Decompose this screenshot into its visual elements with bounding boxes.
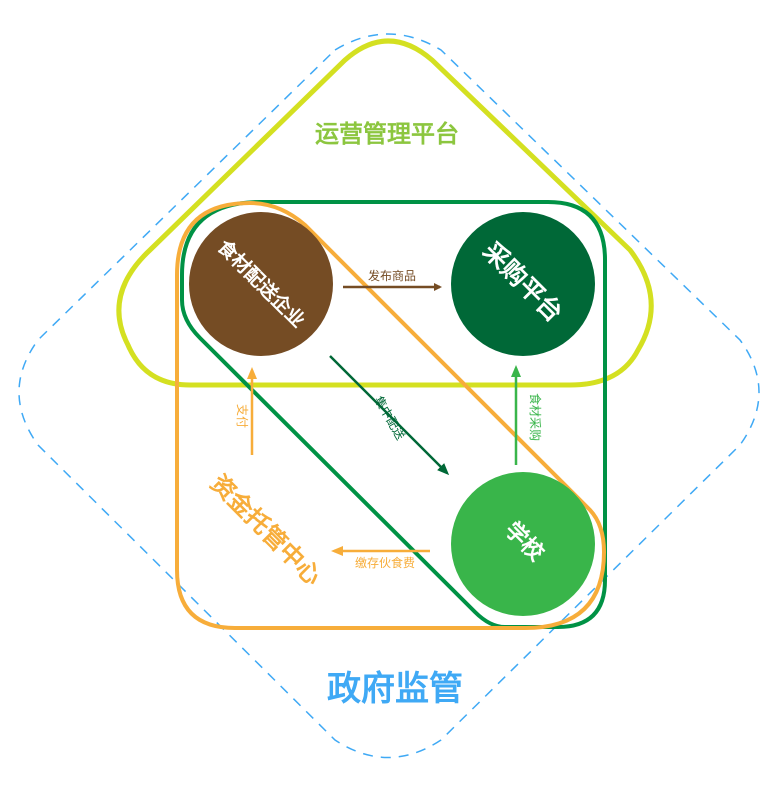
- supplier-node[interactable]: [189, 212, 333, 356]
- supervision-label: 政府监管: [327, 669, 463, 709]
- operations-label: 运营管理平台: [315, 120, 459, 148]
- platform-node[interactable]: [451, 212, 595, 356]
- delivery-arrow: [329, 355, 450, 476]
- delivery-label: 集中配送: [371, 393, 408, 442]
- pay-label: 支付: [235, 404, 249, 428]
- purchase-loop-boundary: [180, 200, 607, 629]
- fund-custody-label: 资金托管中心: [205, 469, 327, 591]
- publish-label: 发布商品: [368, 268, 416, 283]
- deposit-label: 缴存伙食费: [355, 555, 415, 570]
- school-node[interactable]: [451, 472, 595, 616]
- procure-label: 食材采购: [528, 393, 543, 441]
- supervision-boundary: [18, 33, 760, 759]
- operations-boundary: [116, 38, 654, 388]
- fund-custody-boundary: [175, 200, 607, 630]
